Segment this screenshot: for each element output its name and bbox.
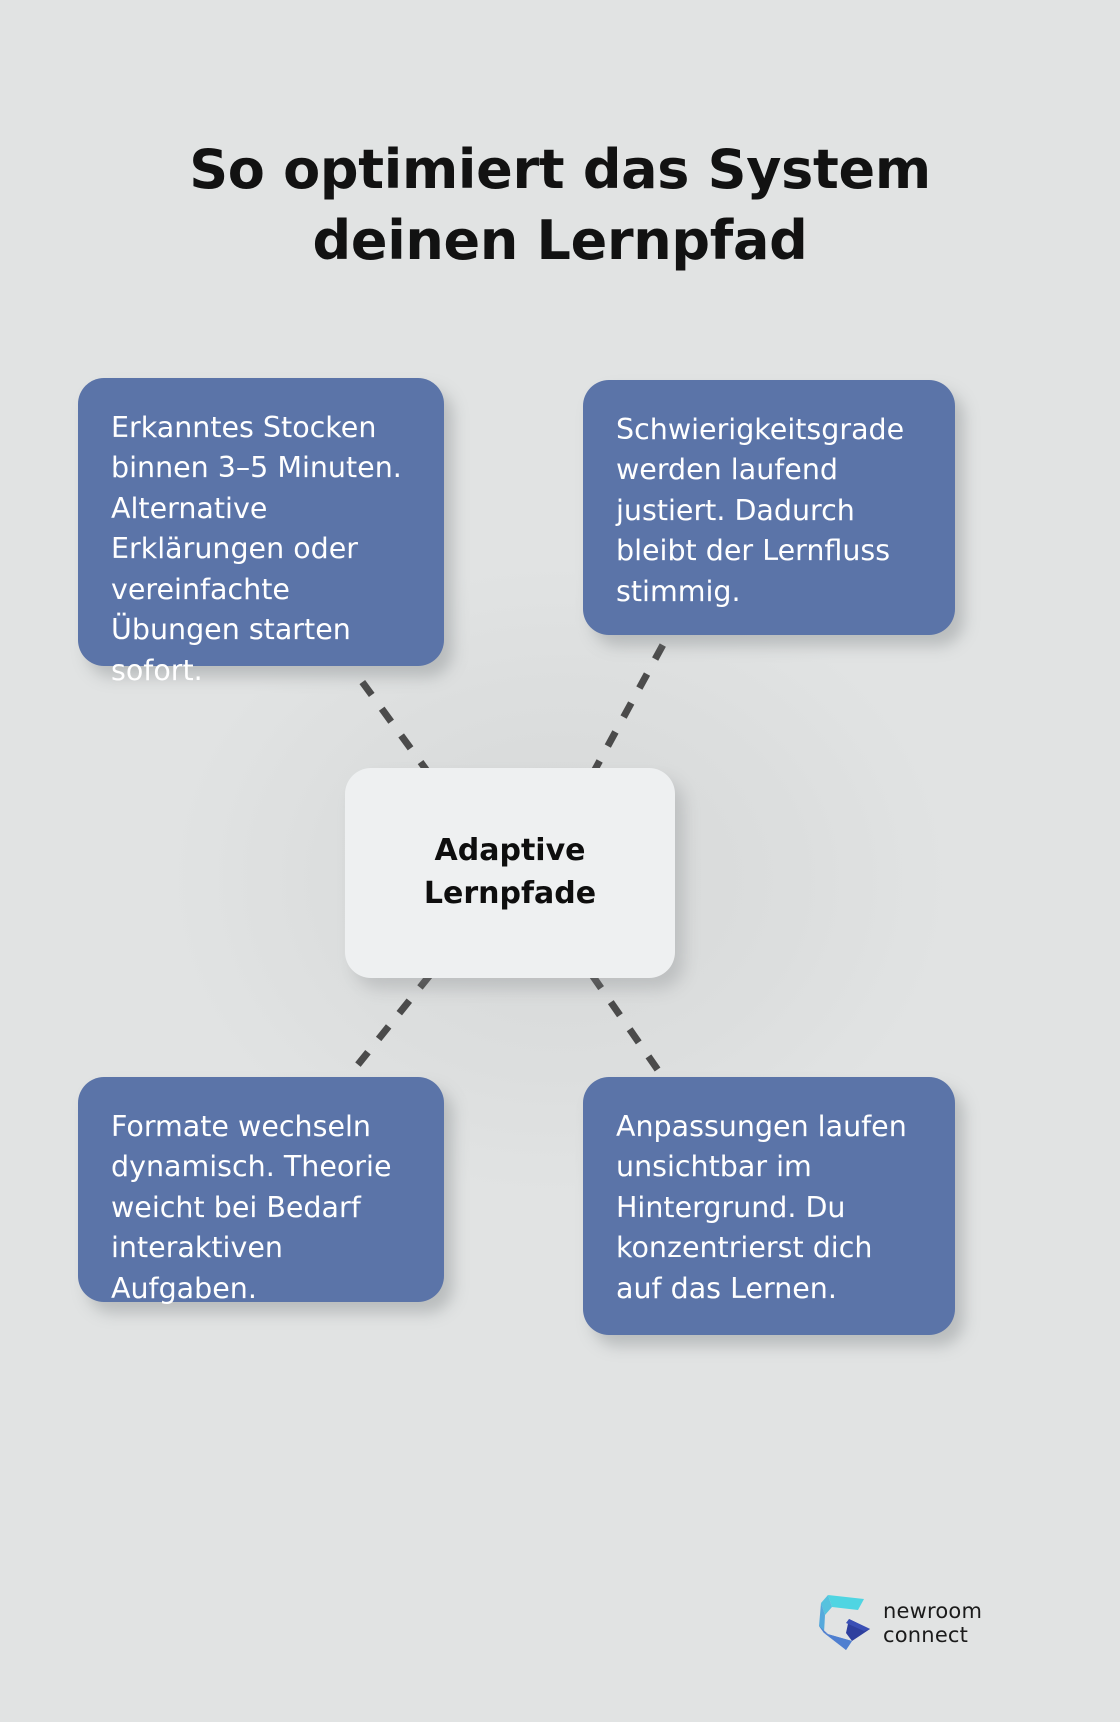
card-bottom-left-text: Formate wechseln dynamisch. Theorie weic… <box>111 1110 392 1305</box>
card-bottom-right-text: Anpassungen laufen unsichtbar im Hinterg… <box>616 1110 907 1305</box>
brand-logo: newroom connect <box>812 1586 1002 1660</box>
connector-line-bottom-right <box>589 973 663 1075</box>
brand-wordmark-line-2: connect <box>883 1623 969 1647</box>
newroom-connect-logo-icon <box>819 1595 870 1650</box>
center-card-label-line-1: Adaptive <box>434 833 586 869</box>
connector-line-bottom-left <box>349 972 433 1075</box>
center-card-label-line-2: Lernpfade <box>423 876 597 911</box>
brand-wordmark: newroom connect <box>883 1599 982 1648</box>
card-bottom-left: Formate wechseln dynamisch. Theorie weic… <box>78 1077 444 1305</box>
card-top-right: Schwierigkeitsgrade werden laufend justi… <box>583 380 955 635</box>
connector-line-top-right <box>588 639 669 777</box>
card-top-right-text: Schwierigkeitsgrade werden laufend justi… <box>616 413 905 608</box>
page-title-line-2: deinen Lernpfad <box>312 209 808 273</box>
card-top-left-text: Erkanntes Stocken binnen 3–5 Minuten. Al… <box>111 411 402 687</box>
center-card: Adaptive Lernpfade <box>345 768 675 978</box>
brand-wordmark-line-1: newroom <box>883 1598 983 1623</box>
page-title-line-1: So optimiert das System <box>189 138 931 202</box>
center-card-label: Adaptive Lernpfade <box>424 830 596 915</box>
card-top-left: Erkanntes Stocken binnen 3–5 Minuten. Al… <box>78 378 444 687</box>
page-title: So optimiert das System deinen Lernpfad <box>110 134 1010 277</box>
card-bottom-right: Anpassungen laufen unsichtbar im Hinterg… <box>583 1077 955 1335</box>
